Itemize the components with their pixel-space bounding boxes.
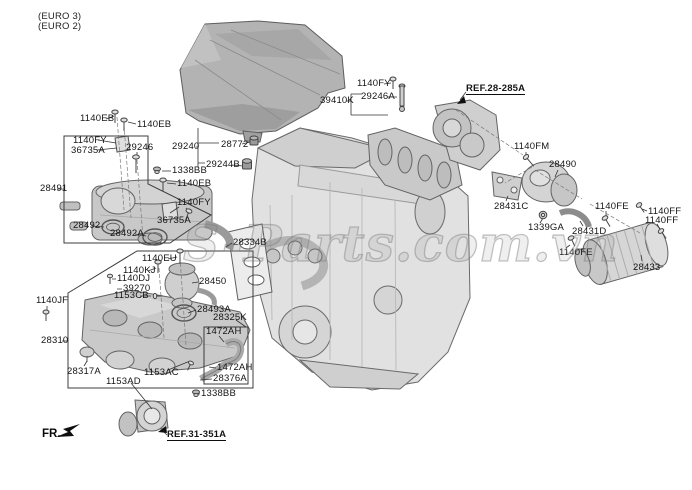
part-label-1472ah: 1472AH: [206, 326, 242, 337]
fr-direction-arrow: [56, 424, 80, 437]
part-label-28317a: 28317A: [67, 366, 101, 377]
part-label-1338bb: 1338BB: [201, 388, 237, 399]
part-label-1140fe: 1140FE: [595, 201, 629, 212]
callout-boxes: [63, 135, 254, 389]
part-label-39410k: 39410K: [320, 95, 354, 106]
part-label-1140fy: 1140FY: [177, 197, 211, 208]
ref-31-arrowhead: [158, 426, 167, 433]
part-label-28492: 28492: [73, 220, 101, 231]
hardware-icons: [42, 76, 667, 397]
assembly-dash-lines: [116, 109, 641, 346]
part-label-29240: 29240: [172, 141, 200, 152]
part-label-36735a: 36735A: [157, 215, 191, 226]
part-label-1140jf: 1140JF: [36, 295, 69, 306]
part-label-1140eb: 1140EB: [137, 119, 172, 130]
right-parts-art: [491, 161, 669, 285]
part-label-1338bb: 1338BB: [172, 165, 208, 176]
part-label-28431d: 28431D: [572, 226, 607, 237]
part-label-28490: 28490: [549, 159, 577, 170]
part-label-29244b: 29244B: [206, 159, 240, 170]
part-label-1140eb: 1140EB: [177, 178, 212, 189]
part-label-29246a: 29246A: [361, 91, 395, 102]
part-label-1140eu: 1140EU: [142, 253, 177, 264]
part-label-36735a: 36735A: [71, 145, 105, 156]
part-label-ref-28-285a[interactable]: REF.28-285A: [466, 83, 526, 95]
part-label-1339ga: 1339GA: [528, 222, 565, 233]
part-label-28376a: 28376A: [213, 373, 247, 384]
part-label-1140ff: 1140FF: [645, 215, 679, 226]
fr-direction-label: FR.: [42, 428, 61, 440]
part-label-1153cb: 1153CB: [114, 290, 149, 301]
part-label-28431c: 28431C: [494, 201, 529, 212]
part-label-euro-3: (EURO 3): [38, 11, 82, 22]
part-label-1140fm: 1140FM: [514, 141, 550, 152]
ref-28-arrowhead: [457, 96, 466, 104]
part-label-1140fy: 1140FY: [73, 135, 107, 146]
part-label-28493a: 28493A: [197, 304, 231, 315]
part-label-euro-2: (EURO 2): [38, 21, 82, 32]
part-label-29246: 29246: [126, 142, 154, 153]
part-label-28492a: 28492A: [110, 228, 144, 239]
manifold-gasket-art: [227, 223, 273, 301]
part-label-1153ac: 1153AC: [144, 367, 179, 378]
part-label-28491: 28491: [40, 183, 68, 194]
part-label-1140ff: 1140FF: [648, 206, 682, 217]
part-label-1140dj: 1140DJ: [117, 273, 151, 284]
part-label-28433: 28433: [633, 262, 661, 273]
part-label-28772: 28772: [221, 139, 249, 150]
part-label-1153ad: 1153AD: [106, 376, 141, 387]
arrows: [56, 96, 466, 437]
part-label-1140kj: 1140KJ: [123, 265, 156, 276]
part-label-1140fe: 1140FE: [559, 247, 593, 258]
part-label-39270: 39270: [123, 283, 151, 294]
turbo-manifold-art: [367, 99, 501, 201]
part-label-ref-31-351a[interactable]: REF.31-351A: [167, 429, 227, 441]
part-label-28450: 28450: [199, 276, 227, 287]
lower-manifold-art: [79, 262, 251, 437]
part-label-1140eb: 1140EB: [80, 113, 115, 124]
part-label-28310: 28310: [41, 335, 69, 346]
part-label-1140fy: 1140FY: [357, 78, 391, 89]
part-label-1472ah: 1472AH: [217, 362, 253, 373]
part-label-28325k: 28325K: [213, 312, 247, 323]
part-label-28334b: 28334B: [233, 237, 267, 248]
engine-cover-art: [179, 20, 346, 143]
